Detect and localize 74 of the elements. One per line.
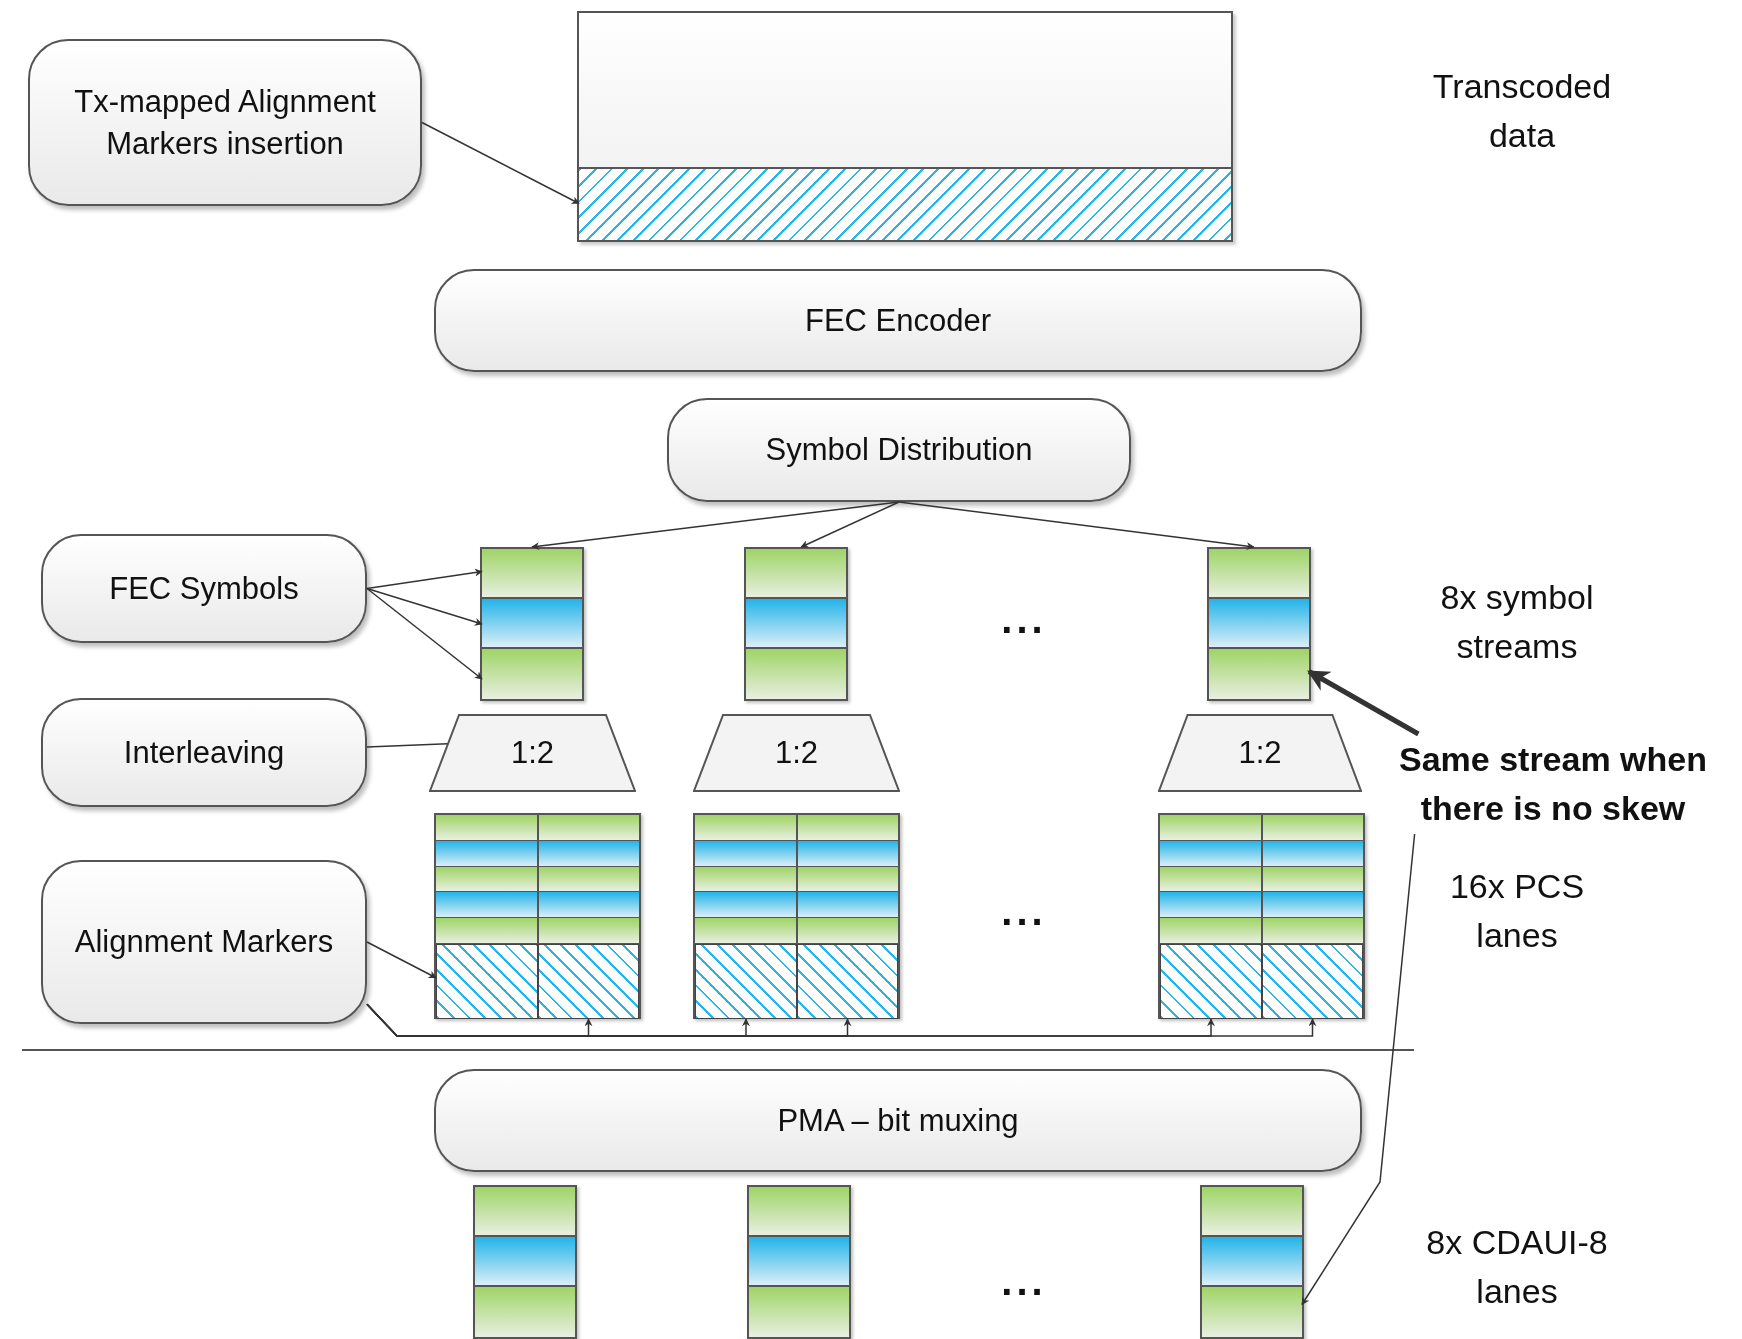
- process-box: [41, 534, 367, 643]
- alignment-marker-cell: [1262, 944, 1363, 1019]
- symbol-segment: [1209, 599, 1309, 649]
- ratio-label: 1:2: [1238, 735, 1282, 771]
- arrow: [366, 941, 437, 979]
- symbol-stream-column: [1207, 547, 1311, 701]
- box-label: Tx-mapped Alignment Markers insertion: [73, 82, 377, 163]
- process-box: [28, 39, 422, 206]
- ratio-label: 1:2: [510, 735, 555, 771]
- alignment-marker-cell: [695, 944, 797, 1019]
- symbol-segment: [1209, 549, 1309, 599]
- symbol-segment: [749, 1187, 849, 1237]
- box-label: Symbol Distribution: [765, 431, 1033, 470]
- arrow: [531, 501, 900, 551]
- symbol-segment: [749, 1287, 849, 1337]
- alignment-marker-cell: [436, 944, 538, 1019]
- symbol-segment: [482, 649, 582, 699]
- symbol-segment: [749, 1237, 849, 1287]
- alignment-marker-cell: [538, 944, 639, 1019]
- arrow: [366, 568, 483, 590]
- symbol-stream-column: [480, 547, 584, 701]
- interleaver-trapezoid: [693, 714, 900, 792]
- symbol-stream-column: [747, 1185, 851, 1339]
- arrow: [421, 121, 580, 205]
- ellipsis-mark: ...: [1001, 888, 1047, 934]
- symbol-stream-column: [744, 547, 848, 701]
- symbol-segment: [475, 1237, 575, 1287]
- symbol-segment: [746, 649, 846, 699]
- symbol-stream-column: [1200, 1185, 1304, 1339]
- side-label: 8x CDAUI-8 lanes: [1425, 1221, 1609, 1312]
- symbol-segment: [482, 549, 582, 599]
- process-box: [434, 1069, 1362, 1172]
- box-label: PMA – bit muxing: [777, 1101, 1019, 1140]
- symbol-stream-column: [473, 1185, 577, 1339]
- box-label: FEC Symbols: [109, 569, 299, 608]
- side-label: Transcoded data: [1431, 65, 1613, 156]
- ellipsis-mark: ...: [1001, 1258, 1047, 1304]
- interleaver-trapezoid: [429, 714, 636, 792]
- callout-text: Same stream when there is no skew: [1398, 738, 1708, 829]
- connector-line: [366, 742, 449, 748]
- box-label: FEC Encoder: [804, 301, 992, 340]
- process-box: [667, 398, 1131, 502]
- process-box: [41, 698, 367, 807]
- arrow: [366, 587, 483, 626]
- symbol-segment: [475, 1187, 575, 1237]
- symbol-segment: [746, 599, 846, 649]
- symbol-segment: [1202, 1287, 1302, 1337]
- box-label: Alignment Markers: [74, 923, 334, 962]
- process-box: [41, 860, 367, 1024]
- symbol-segment: [475, 1287, 575, 1337]
- side-label: 8x symbol streams: [1439, 576, 1595, 667]
- arrow: [366, 587, 483, 680]
- arrow: [898, 501, 1255, 551]
- ellipsis-mark: ...: [1001, 596, 1047, 642]
- alignment-marker-cell: [1160, 944, 1262, 1019]
- alignment-marker-field: [579, 167, 1231, 240]
- symbol-segment: [1202, 1237, 1302, 1287]
- pcs-lane-block: [1158, 813, 1365, 1019]
- symbol-segment: [1209, 649, 1309, 699]
- alignment-marker-cell: [797, 944, 898, 1019]
- ratio-label: 1:2: [774, 735, 819, 771]
- data-block: [577, 11, 1233, 242]
- box-label: Interleaving: [123, 733, 285, 772]
- interleaver-trapezoid: [1158, 714, 1362, 792]
- symbol-segment: [746, 549, 846, 599]
- process-box: [434, 269, 1362, 372]
- pcs-lane-block: [693, 813, 900, 1019]
- arrow: [1307, 669, 1420, 737]
- side-label: 16x PCS lanes: [1448, 865, 1586, 956]
- pcs-lane-block: [434, 813, 641, 1019]
- symbol-segment: [1202, 1187, 1302, 1237]
- arrow: [800, 501, 900, 548]
- arrow: [1301, 833, 1416, 1306]
- symbol-segment: [482, 599, 582, 649]
